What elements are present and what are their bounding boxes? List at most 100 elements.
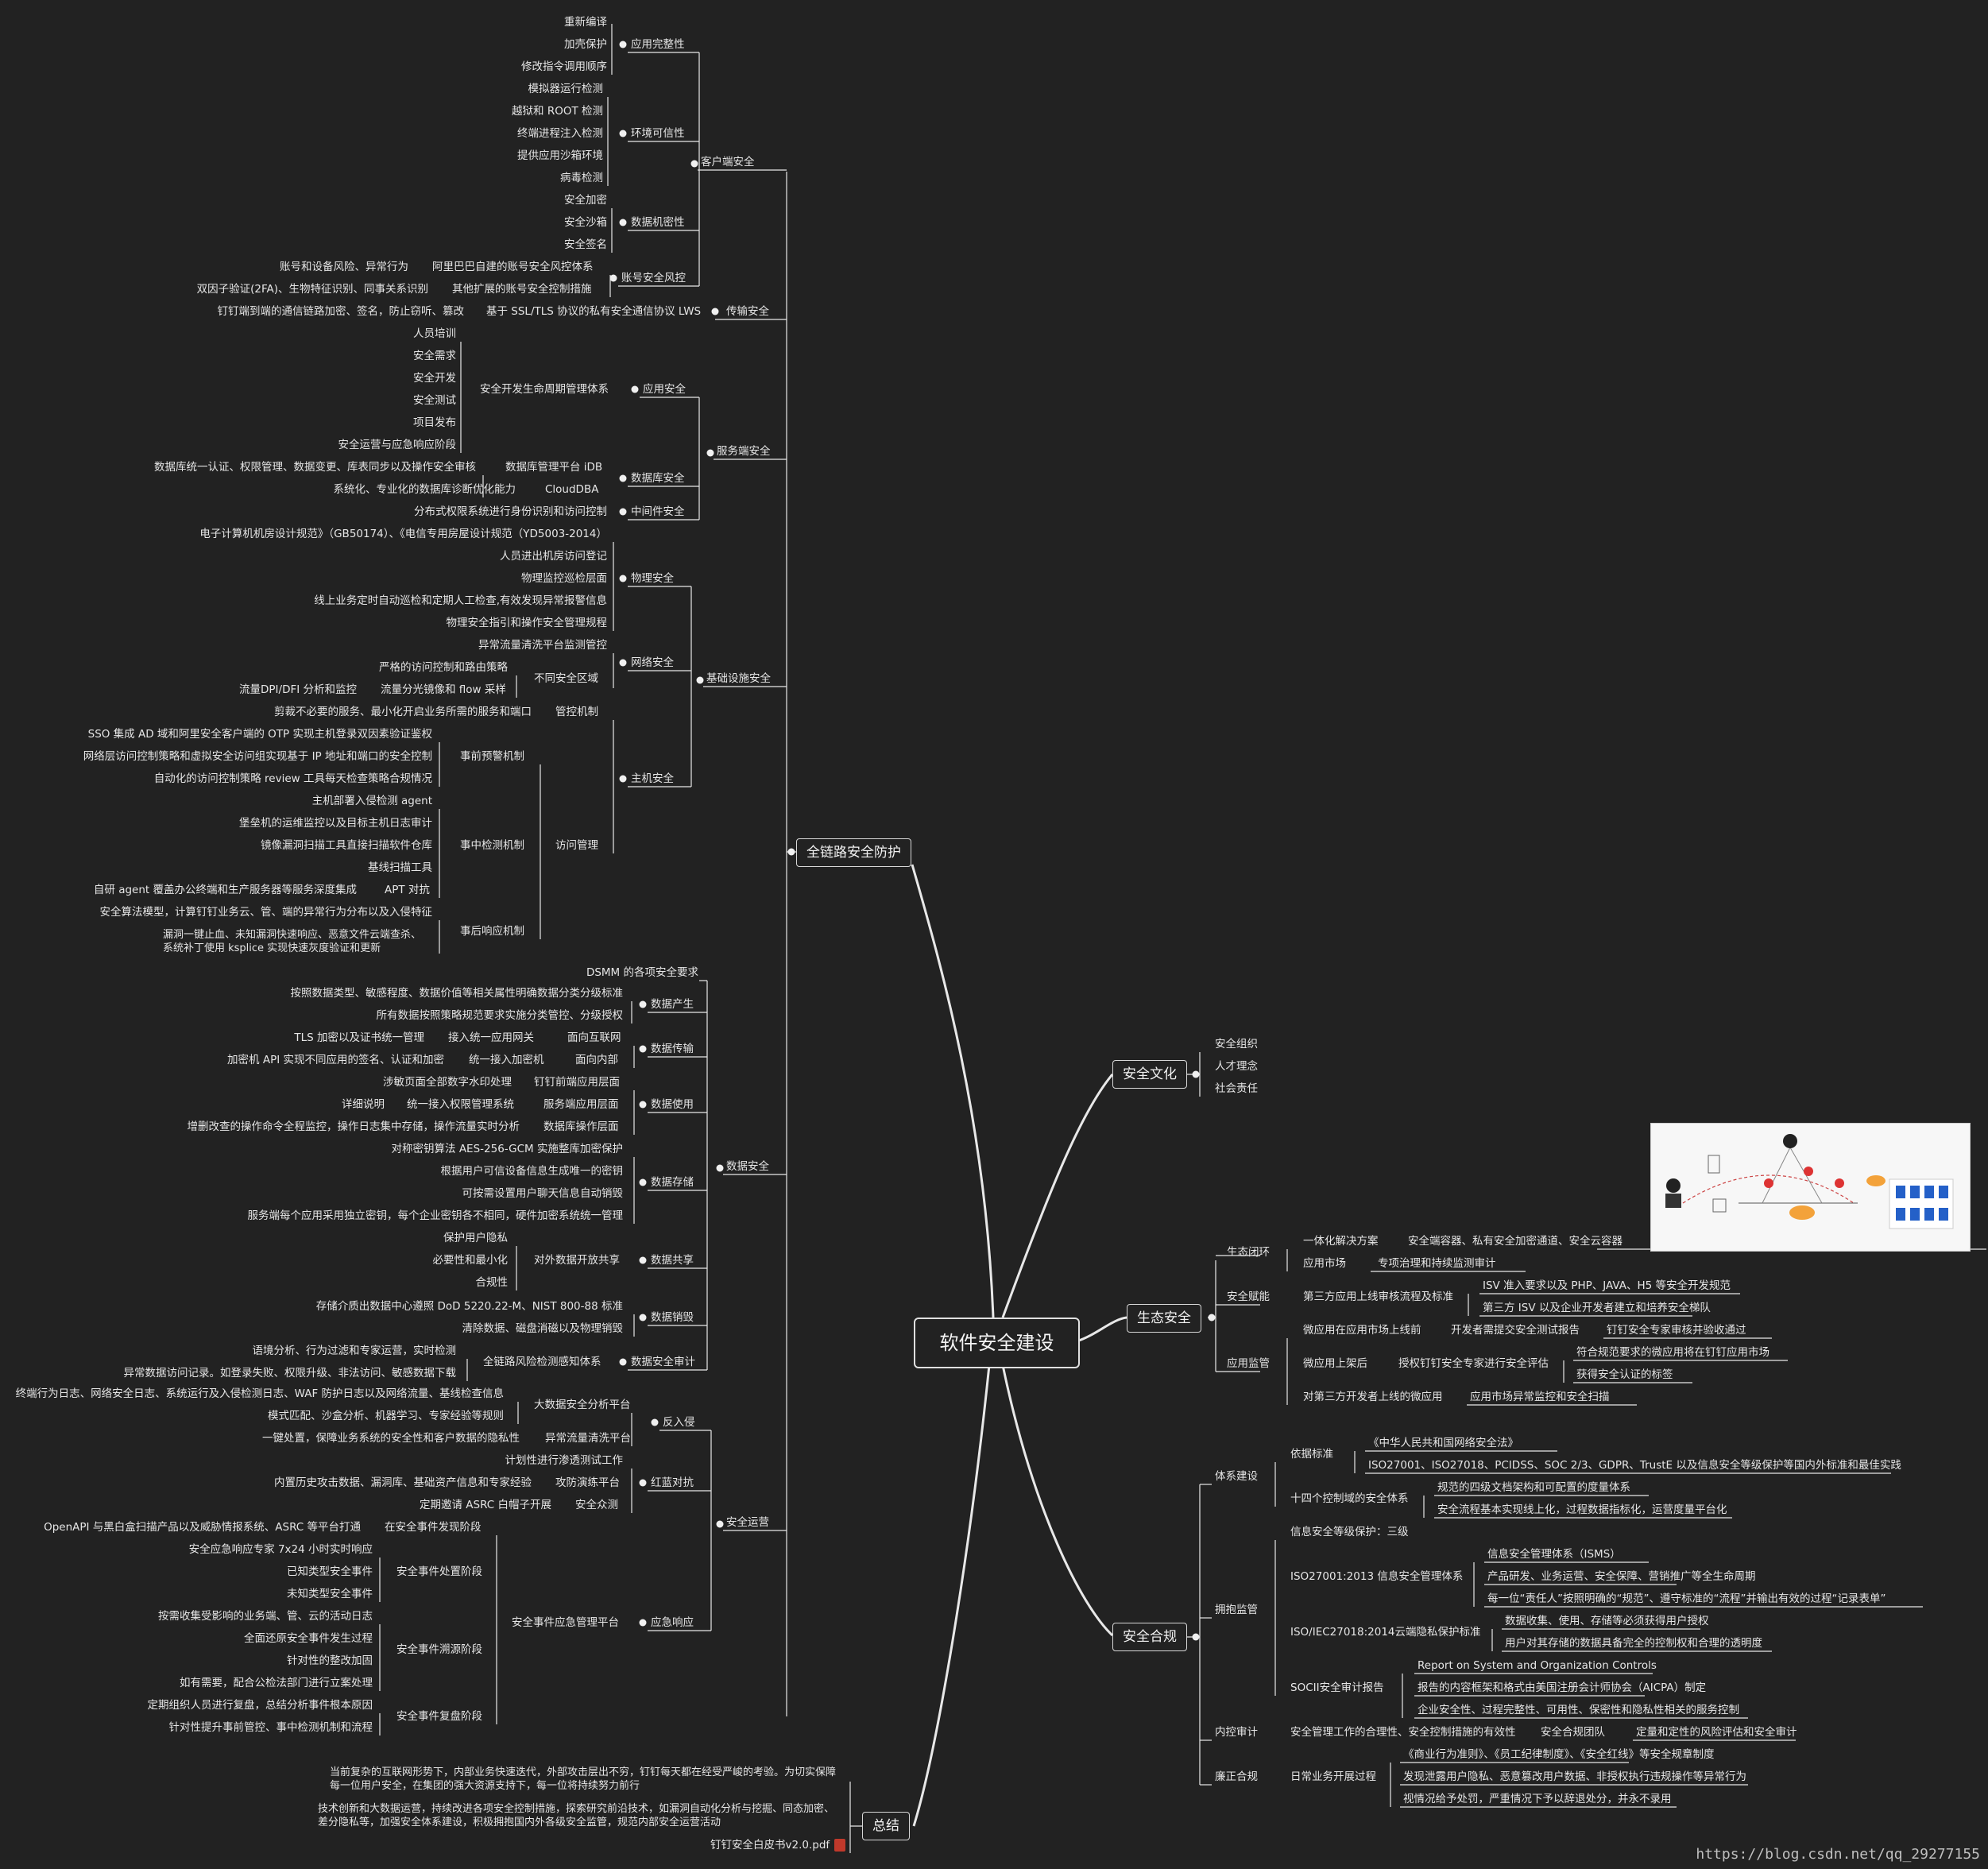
list-item: OpenAPI 与黑白盒扫描产品以及威胁情报系统、ASRC 等平台打通	[44, 1521, 361, 1534]
db-security[interactable]: 数据库安全	[631, 472, 685, 485]
eco-empower[interactable]: 安全赋能	[1227, 1290, 1270, 1303]
list-item: 第三方应用上线审核流程及标准	[1303, 1290, 1453, 1303]
list-item: 病毒检测	[560, 172, 603, 184]
list-item: 接入统一应用网关	[448, 1031, 534, 1044]
account-risk[interactable]: 账号安全风控	[621, 272, 686, 284]
client-security[interactable]: 客户端安全	[701, 156, 755, 168]
list-item: 按需收集受影响的业务端、管、云的活动日志	[158, 1610, 373, 1623]
middleware-security[interactable]: 中间件安全	[631, 505, 685, 518]
list-item: ISV 准入要求以及 PHP、JAVA、H5 等安全开发规范	[1483, 1279, 1731, 1292]
culture-item[interactable]: 人才理念	[1215, 1060, 1258, 1073]
app-integrity[interactable]: 应用完整性	[631, 38, 685, 51]
eco-monitor[interactable]: 应用监管	[1227, 1357, 1270, 1370]
list-item: 安全沙箱	[564, 216, 607, 229]
sdl-system: 安全开发生命周期管理体系	[480, 383, 609, 396]
whitepaper-file[interactable]: 钉钉安全白皮书v2.0.pdf	[707, 1837, 849, 1853]
list-item: 安全需求	[413, 350, 456, 362]
list-item: 统一接入权限管理系统	[407, 1098, 514, 1111]
host-security[interactable]: 主机安全	[631, 772, 674, 785]
list-item: 微应用在应用市场上线前	[1303, 1324, 1421, 1337]
dsmm: DSMM 的各项安全要求	[586, 966, 698, 979]
list-item: 十四个控制域的安全体系	[1290, 1492, 1409, 1505]
list-item: 数据库统一认证、权限管理、数据变更、库表同步以及操作安全审核	[154, 461, 476, 474]
emergency-response[interactable]: 应急响应	[651, 1616, 694, 1629]
app-security[interactable]: 应用安全	[643, 383, 686, 396]
branch-compliance[interactable]: 安全合规	[1112, 1623, 1187, 1651]
list-item: ISO27001、ISO27018、PCIDSS、SOC 2/3、GDPR、Tr…	[1368, 1459, 1901, 1472]
list-item: 对外数据开放共享	[534, 1254, 620, 1267]
list-item: 基于 SSL/TLS 协议的私有安全通信协议 LWS	[486, 305, 702, 318]
list-item: 第三方 ISV 以及企业开发者建立和培养安全梯队	[1483, 1302, 1711, 1314]
list-item: 自动化的访问控制策略 review 工具每天检查策略合规情况	[153, 772, 432, 785]
architecture-diagram-image[interactable]	[1650, 1123, 1971, 1252]
list-item: 物理安全指引和操作安全管理规程	[446, 617, 608, 629]
list-item: 人员进出机房访问登记	[500, 550, 607, 563]
list-item: 服务端每个应用采用独立密钥，每个企业密钥各不相同，硬件加密系统统一管理	[247, 1209, 624, 1222]
list-item: ISO/IEC27018:2014云端隐私保护标准	[1290, 1626, 1481, 1639]
list-item: 数据库管理平台 iDB	[505, 461, 603, 474]
comp-integrity[interactable]: 廉正合规	[1215, 1770, 1258, 1783]
list-item: 异常流量清洗平台监测管控	[478, 639, 607, 652]
list-item: 终端行为日志、网络安全日志、系统运行及入侵检测日志、WAF 防护日志以及网络流量…	[15, 1387, 504, 1400]
comp-internal[interactable]: 内控审计	[1215, 1726, 1258, 1739]
list-item: 获得安全认证的标签	[1576, 1368, 1673, 1381]
list-item: 面向互联网	[567, 1031, 621, 1044]
list-item: 定期组织人员进行复盘，总结分析事件根本原因	[147, 1699, 373, 1712]
data-generation[interactable]: 数据产生	[651, 998, 694, 1011]
list-item: 语境分析、行为过滤和专家运营，实时检测	[252, 1345, 457, 1357]
list-item: 根据用户可信设备信息生成唯一的密钥	[440, 1165, 624, 1178]
data-security[interactable]: 数据安全	[726, 1160, 769, 1173]
server-security[interactable]: 服务端安全	[717, 445, 771, 458]
anti-intrusion[interactable]: 反入侵	[663, 1416, 695, 1429]
list-item: 钉钉前端应用层面	[534, 1076, 620, 1089]
branch-culture[interactable]: 安全文化	[1112, 1060, 1187, 1089]
data-transmission[interactable]: 数据传输	[651, 1043, 694, 1055]
list-item: 终端进程注入检测	[517, 127, 603, 140]
list-item: 安全事件处置阶段	[396, 1565, 482, 1578]
list-item: 已知类型安全事件	[287, 1565, 373, 1578]
root-topic[interactable]: 软件安全建设	[914, 1318, 1080, 1368]
data-confidentiality[interactable]: 数据机密性	[631, 216, 685, 229]
data-sharing[interactable]: 数据共享	[651, 1254, 694, 1267]
culture-item[interactable]: 安全组织	[1215, 1038, 1258, 1051]
list-item: 严格的访问控制和路由策略	[379, 661, 508, 674]
list-item: 重新编译	[564, 16, 607, 29]
network-security[interactable]: 网络安全	[631, 656, 674, 669]
list-item: 数据库操作层面	[543, 1120, 619, 1133]
file-name: 钉钉安全白皮书v2.0.pdf	[710, 1839, 830, 1852]
security-operations[interactable]: 安全运营	[726, 1516, 769, 1529]
branch-eco[interactable]: 生态安全	[1127, 1304, 1201, 1333]
culture-item[interactable]: 社会责任	[1215, 1082, 1258, 1095]
comp-regulation[interactable]: 拥抱监管	[1215, 1604, 1258, 1616]
list-item: 授权钉钉安全专家进行安全评估	[1398, 1357, 1549, 1370]
list-item: 加壳保护	[564, 38, 607, 51]
list-item: 一键处置，保障业务系统的安全性和客户数据的隐私性	[262, 1432, 520, 1445]
data-storage[interactable]: 数据存储	[651, 1176, 694, 1189]
list-item: 安全众测	[575, 1499, 618, 1511]
summary-para-1: 当前复杂的互联网形势下，内部业务快速迭代，外部攻击层出不穷，钉钉每天都在经受严峻…	[330, 1766, 837, 1792]
list-item: 统一接入加密机	[469, 1054, 544, 1066]
comp-system[interactable]: 体系建设	[1215, 1470, 1258, 1483]
env-trust[interactable]: 环境可信性	[631, 127, 685, 140]
transport-security[interactable]: 传输安全	[726, 305, 769, 318]
list-item: 账号和设备风险、异常行为	[280, 261, 408, 273]
list-item: 网络层访问控制策略和虚拟安全访问组实现基于 IP 地址和端口的安全控制	[83, 750, 432, 763]
list-item: 物理监控巡检层面	[521, 572, 607, 585]
eco-loop[interactable]: 生态闭环	[1227, 1246, 1270, 1259]
data-destruction[interactable]: 数据销毁	[651, 1311, 694, 1324]
list-item: 应用市场	[1303, 1257, 1346, 1270]
list-item: 一体化解决方案	[1303, 1235, 1379, 1248]
list-item: 钉钉端到端的通信链路加密、签名，防止窃听、篡改	[217, 305, 465, 318]
list-item: 模式匹配、沙盒分析、机器学习、专家经验等规则	[268, 1410, 504, 1422]
data-usage[interactable]: 数据使用	[651, 1098, 694, 1111]
physical-security[interactable]: 物理安全	[631, 572, 674, 585]
list-item: 加密机 API 实现不同应用的签名、认证和加密	[227, 1054, 444, 1066]
branch-full-chain[interactable]: 全链路安全防护	[796, 838, 911, 867]
list-item: 双因子验证(2FA)、生物特征识别、同事关系识别	[196, 283, 428, 296]
list-item: 流量分光镜像和 flow 采样	[381, 683, 506, 696]
list-item: 全面还原安全事件发生过程	[244, 1632, 373, 1645]
branch-summary[interactable]: 总结	[862, 1812, 910, 1840]
data-audit[interactable]: 数据安全审计	[631, 1356, 695, 1368]
red-blue[interactable]: 红蓝对抗	[651, 1476, 694, 1489]
infra-security[interactable]: 基础设施安全	[706, 672, 771, 685]
